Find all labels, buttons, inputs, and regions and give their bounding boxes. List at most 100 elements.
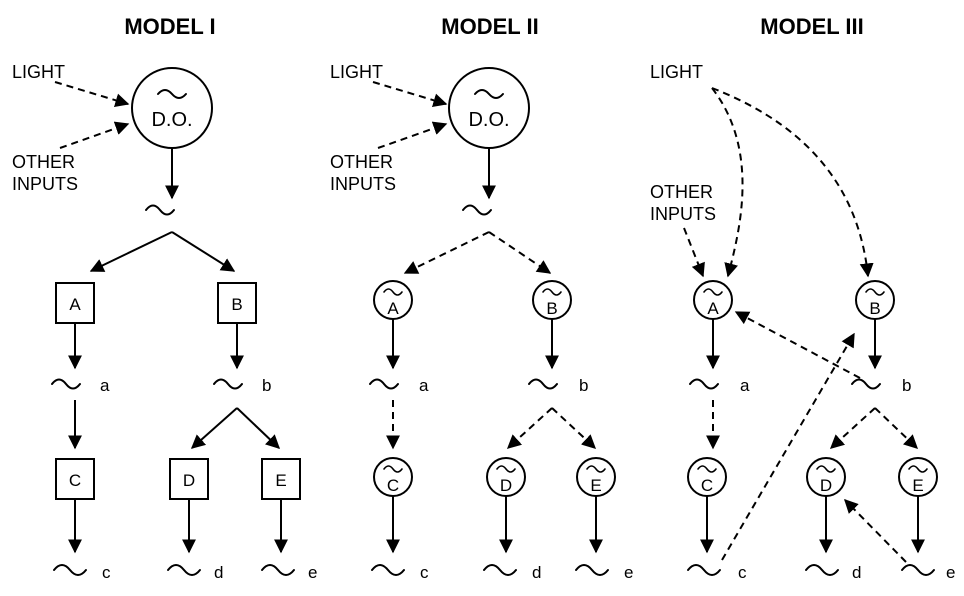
model-1-node-b: B bbox=[217, 282, 257, 324]
model-1-other-label-line2: INPUTS bbox=[12, 174, 78, 194]
model-1-node-a: A bbox=[55, 282, 95, 324]
model-2-output-c: c bbox=[420, 563, 429, 582]
model-3-rhythm-c-icon bbox=[687, 564, 721, 576]
model-3-node-b-oscillator-icon bbox=[865, 288, 885, 296]
model-2-node-e-label: E bbox=[590, 476, 601, 495]
model-3-node-a-label: A bbox=[707, 299, 719, 318]
model-3-node-d-oscillator-icon bbox=[816, 465, 836, 473]
model-2-node-e-oscillator-icon bbox=[586, 465, 606, 473]
model-2-light-arrow bbox=[372, 81, 448, 108]
model-1-light-label: LIGHT bbox=[12, 62, 65, 82]
model-3-output-e: e bbox=[946, 563, 955, 582]
model-3-light-label: LIGHT bbox=[650, 62, 703, 82]
model-1-b-to-e-arrow bbox=[236, 407, 281, 449]
model-2-other-arrow bbox=[377, 121, 448, 149]
model-2-b-to-d-arrow bbox=[506, 407, 553, 449]
model-3-b-to-e-arrow bbox=[874, 407, 919, 449]
model-2-node-b-label: B bbox=[546, 299, 557, 318]
model-2-node-e: E bbox=[576, 457, 616, 497]
model-3: MODEL III LIGHT OTHER INPUTS A B a b bbox=[650, 14, 955, 582]
model-2-rhythm-a-icon bbox=[369, 378, 399, 390]
model-2-node-a: A bbox=[373, 280, 413, 320]
model-1-pacemaker-oscillator-icon bbox=[157, 89, 187, 99]
model-1-node-c-label: C bbox=[69, 471, 81, 490]
model-1-node-b-label: B bbox=[231, 295, 242, 314]
model-3-c-to-b-feedback-arrow bbox=[721, 332, 855, 561]
model-3-e-to-d-feedback-arrow bbox=[844, 499, 907, 563]
model-3-rhythm-d-icon bbox=[805, 564, 839, 576]
model-2-node-d-label: D bbox=[500, 476, 512, 495]
model-2-node-d-oscillator-icon bbox=[496, 465, 516, 473]
model-2-output-a: a bbox=[419, 376, 429, 395]
model-1-arrow-to-a bbox=[89, 231, 173, 272]
model-1-node-d-label: D bbox=[183, 471, 195, 490]
model-2-node-b: B bbox=[532, 280, 572, 320]
model-1-light-arrow bbox=[54, 81, 130, 108]
model-1-rhythm-a-icon bbox=[51, 378, 81, 390]
model-3-other-to-a-arrow bbox=[683, 227, 705, 278]
model-2-node-c-label: C bbox=[387, 476, 399, 495]
model-1-rhythm-e-icon bbox=[261, 564, 295, 576]
model-3-light-to-b-arrow bbox=[711, 87, 874, 278]
model-2-node-c: C bbox=[373, 457, 413, 497]
model-3-node-d-label: D bbox=[820, 476, 832, 495]
model-3-output-c: c bbox=[738, 563, 747, 582]
model-2: MODEL II LIGHT OTHER INPUTS D.O. A B a bbox=[330, 14, 633, 582]
model-2-title: MODEL II bbox=[441, 14, 538, 39]
model-1-output-b: b bbox=[262, 376, 271, 395]
model-1-other-arrow bbox=[59, 121, 130, 149]
model-1-pacemaker-rhythm-icon bbox=[145, 204, 175, 216]
model-1-arrow-to-b bbox=[171, 231, 236, 272]
model-1-pacemaker: D.O. bbox=[131, 67, 213, 149]
model-1-pacemaker-label: D.O. bbox=[151, 109, 192, 131]
model-2-node-a-label: A bbox=[387, 299, 399, 318]
model-2-light-label: LIGHT bbox=[330, 62, 383, 82]
model-1-rhythm-c-icon bbox=[53, 564, 87, 576]
model-2-rhythm-b-icon bbox=[528, 378, 558, 390]
model-3-rhythm-e-icon bbox=[901, 564, 935, 576]
model-2-pacemaker-rhythm-icon bbox=[462, 204, 492, 216]
model-3-node-e-label: E bbox=[912, 476, 923, 495]
model-2-b-to-e-arrow bbox=[551, 407, 597, 449]
model-1-title: MODEL I bbox=[124, 14, 215, 39]
model-3-title: MODEL III bbox=[760, 14, 864, 39]
model-1-output-d: d bbox=[214, 563, 223, 582]
model-3-node-a: A bbox=[693, 280, 733, 320]
model-3-b-to-d-arrow bbox=[829, 407, 876, 449]
model-3-node-c-oscillator-icon bbox=[697, 465, 717, 473]
model-2-output-b: b bbox=[579, 376, 588, 395]
model-3-node-c-label: C bbox=[701, 476, 713, 495]
model-2-output-d: d bbox=[532, 563, 541, 582]
model-3-output-a: a bbox=[740, 376, 750, 395]
model-3-rhythm-b-icon bbox=[851, 378, 881, 390]
model-3-node-e: E bbox=[898, 457, 938, 497]
model-1-node-a-label: A bbox=[69, 295, 81, 314]
model-1-output-a: a bbox=[100, 376, 110, 395]
model-3-rhythm-a-icon bbox=[689, 378, 719, 390]
model-2-pacemaker-oscillator-icon bbox=[474, 89, 504, 99]
model-1-node-d: D bbox=[169, 458, 209, 500]
model-3-node-d: D bbox=[806, 457, 846, 497]
model-2-node-c-oscillator-icon bbox=[383, 465, 403, 473]
model-1-node-e-label: E bbox=[275, 471, 286, 490]
model-2-node-d: D bbox=[486, 457, 526, 497]
model-1-other-label-line1: OTHER bbox=[12, 152, 75, 172]
model-1-output-e: e bbox=[308, 563, 317, 582]
model-2-arrow-to-b bbox=[488, 231, 552, 274]
model-2-node-b-oscillator-icon bbox=[542, 288, 562, 296]
model-2-arrow-to-a bbox=[403, 231, 490, 274]
model-3-other-label-line1: OTHER bbox=[650, 182, 713, 202]
model-1-rhythm-b-icon bbox=[213, 378, 243, 390]
model-2-pacemaker: D.O. bbox=[448, 67, 530, 149]
model-3-other-label-line2: INPUTS bbox=[650, 204, 716, 224]
model-3-node-c: C bbox=[687, 457, 727, 497]
model-3-node-a-oscillator-icon bbox=[703, 288, 723, 296]
model-1-rhythm-d-icon bbox=[167, 564, 201, 576]
model-1-b-to-d-arrow bbox=[190, 407, 238, 449]
model-3-node-b: B bbox=[855, 280, 895, 320]
model-2-node-a-oscillator-icon bbox=[383, 288, 403, 296]
model-1-node-c: C bbox=[55, 458, 95, 500]
model-3-output-d: d bbox=[852, 563, 861, 582]
model-2-output-e: e bbox=[624, 563, 633, 582]
